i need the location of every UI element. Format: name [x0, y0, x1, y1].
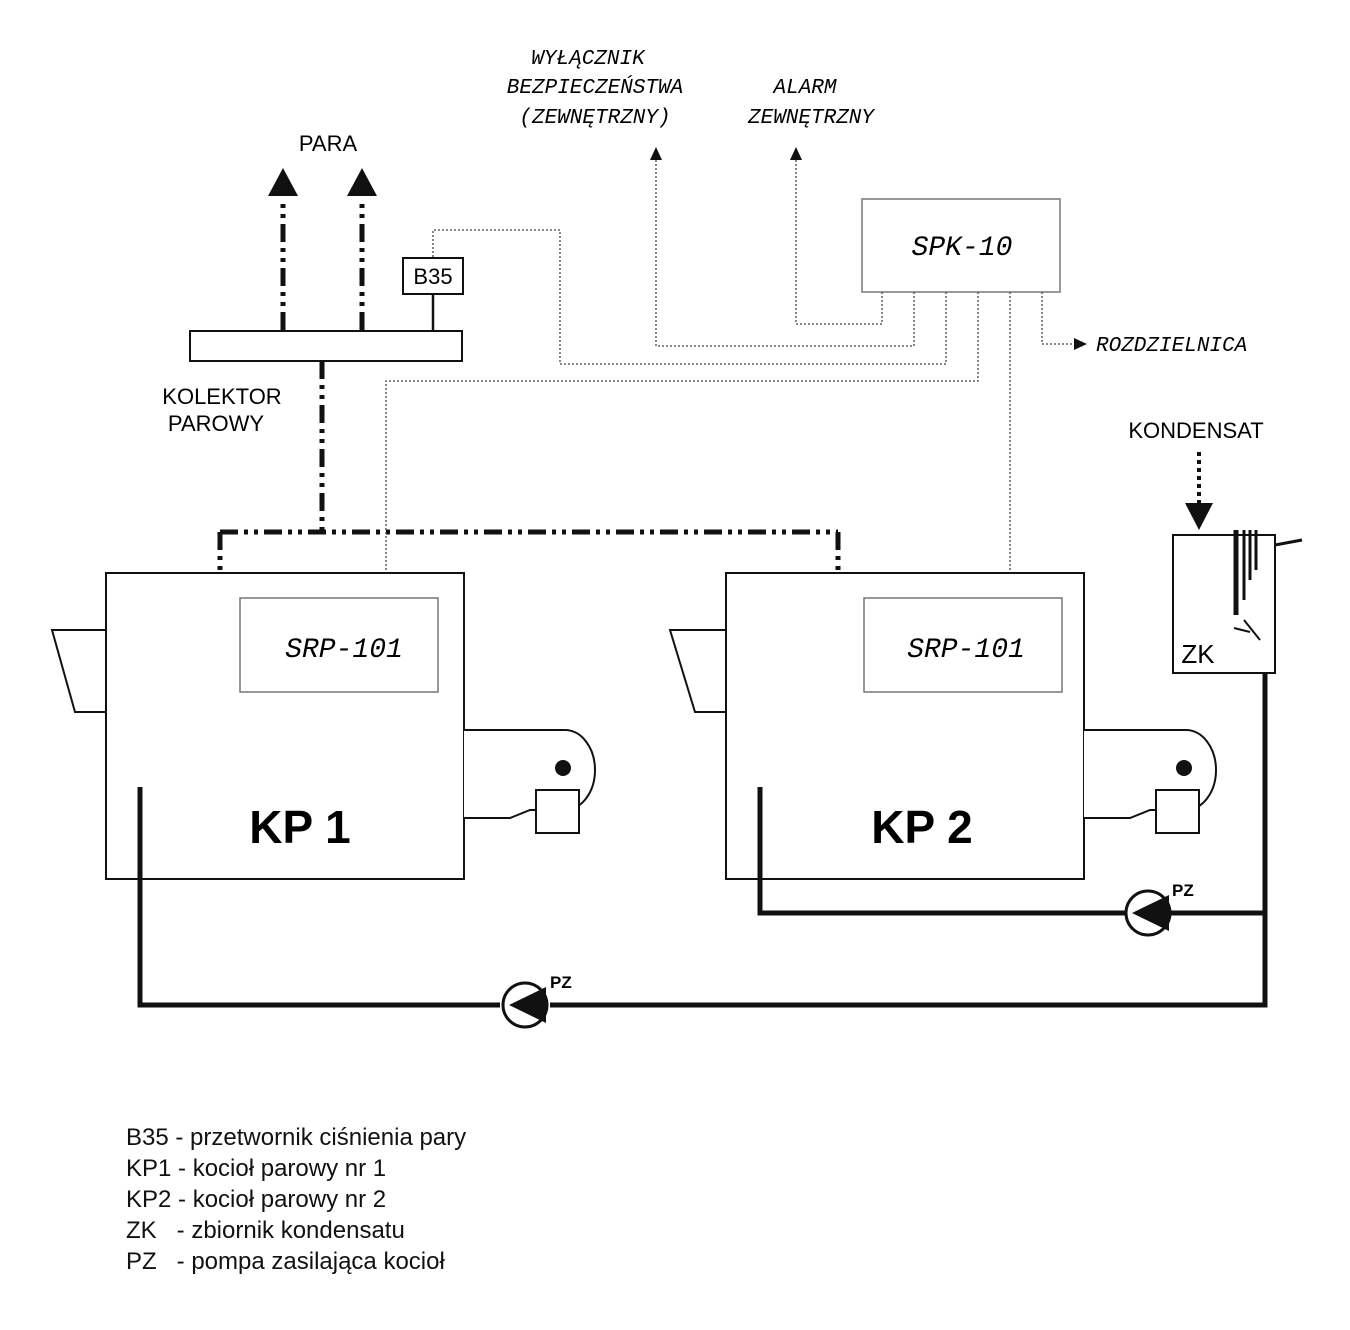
pz1-label: PZ [550, 973, 572, 992]
legend-item: KP1 - kocioł parowy nr 1 [126, 1155, 387, 1182]
b35-label: B35 [413, 264, 452, 289]
steam-arrow-1 [268, 168, 298, 196]
b35-transmitter [402, 257, 464, 295]
srp-101-controller-1 [239, 597, 439, 693]
pz2-label: PZ [1172, 881, 1194, 900]
legend-item: KP2 - kocioł parowy nr 2 [126, 1186, 387, 1213]
kolektor-label-1: KOLEKTOR [162, 384, 281, 409]
feed-water-lines [137, 673, 1268, 1008]
kondensat-label: KONDENSAT [1128, 418, 1263, 443]
legend: B35 - przetwornik ciśnienia pary KP1 - k… [126, 1122, 466, 1277]
spk-10-controller [861, 198, 1061, 293]
rozdzielnica-label: ROZDZIELNICA [1096, 335, 1247, 358]
boiler-kp2: SRP-101 KP 2 [668, 572, 1217, 880]
signal-wiring [385, 147, 1087, 598]
kondensat-arrow [1185, 503, 1213, 530]
condensate-tank-zk: ZK [1172, 530, 1303, 674]
srp-101-controller-2 [863, 597, 1063, 693]
steam-header [217, 361, 841, 574]
pump-pz-2: PZ [1124, 881, 1194, 937]
kolektor-label-2: PAROWY [168, 411, 264, 436]
wylacznik-label-1: WYŁĄCZNIK [531, 48, 646, 71]
spk-label: SPK-10 [912, 233, 1013, 264]
steam-collector [189, 330, 463, 362]
srp1-label: SRP-101 [285, 635, 403, 666]
legend-item: B35 - przetwornik ciśnienia pary [126, 1124, 467, 1151]
steam-arrow-2 [347, 168, 377, 196]
zk-label: ZK [1181, 639, 1215, 669]
srp2-label: SRP-101 [907, 635, 1025, 666]
wylacznik-label-3: (ZEWNĘTRZNY) [519, 107, 670, 130]
alarm-label-2: ZEWNĘTRZNY [747, 107, 875, 130]
wylacznik-label-2: BEZPIECZEŃSTWA [507, 76, 683, 100]
legend-item: PZ - pompa zasilająca kocioł [126, 1248, 445, 1275]
kp1-label: KP 1 [249, 801, 350, 853]
kp2-label: KP 2 [871, 801, 972, 853]
alarm-label-1: ALARM [771, 77, 836, 100]
steam-outlets [268, 168, 377, 330]
pump-pz-1: PZ [501, 973, 572, 1029]
boiler-kp1: SRP-101 KP 1 [50, 572, 596, 880]
para-label: PARA [299, 131, 358, 156]
legend-item: ZK - zbiornik kondensatu [126, 1217, 405, 1244]
